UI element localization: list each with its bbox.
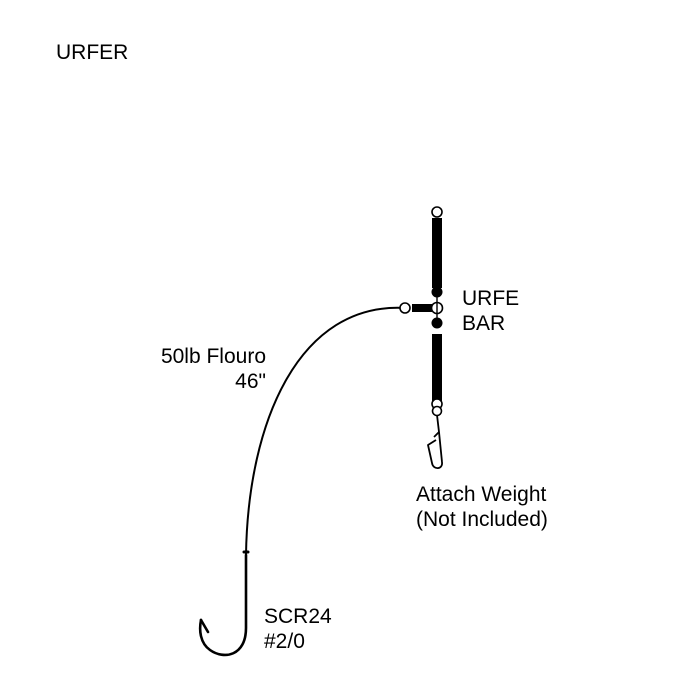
bar-label: URFE BAR (462, 286, 519, 336)
hook-icon (198, 550, 250, 657)
bar-label-line-2: BAR (462, 312, 506, 335)
leader-label-line-2: 46" (235, 370, 266, 393)
hook-label-line-2: #2/0 (264, 630, 305, 653)
bar-label-line-1: URFE (462, 287, 520, 310)
weight-snap-icon (427, 414, 443, 470)
fluoro-leader-line (245, 306, 406, 556)
hook-label-line-1: SCR24 (264, 605, 332, 628)
center-swivel (430, 286, 444, 329)
leader-label: 50lb Flouro 46" (138, 344, 266, 394)
weight-label: Attach Weight (Not Included) (416, 482, 548, 532)
side-arm (399, 302, 432, 314)
leader-label-line-1: 50lb Flouro (160, 345, 266, 368)
hook-label: SCR24 #2/0 (264, 604, 332, 654)
weight-label-line-1: Attach Weight (416, 483, 547, 506)
rig-title: URFER (56, 41, 129, 64)
upper-bar-segment (431, 206, 443, 288)
lower-bar-segment (431, 334, 443, 417)
weight-label-line-2: (Not Included) (416, 508, 548, 531)
